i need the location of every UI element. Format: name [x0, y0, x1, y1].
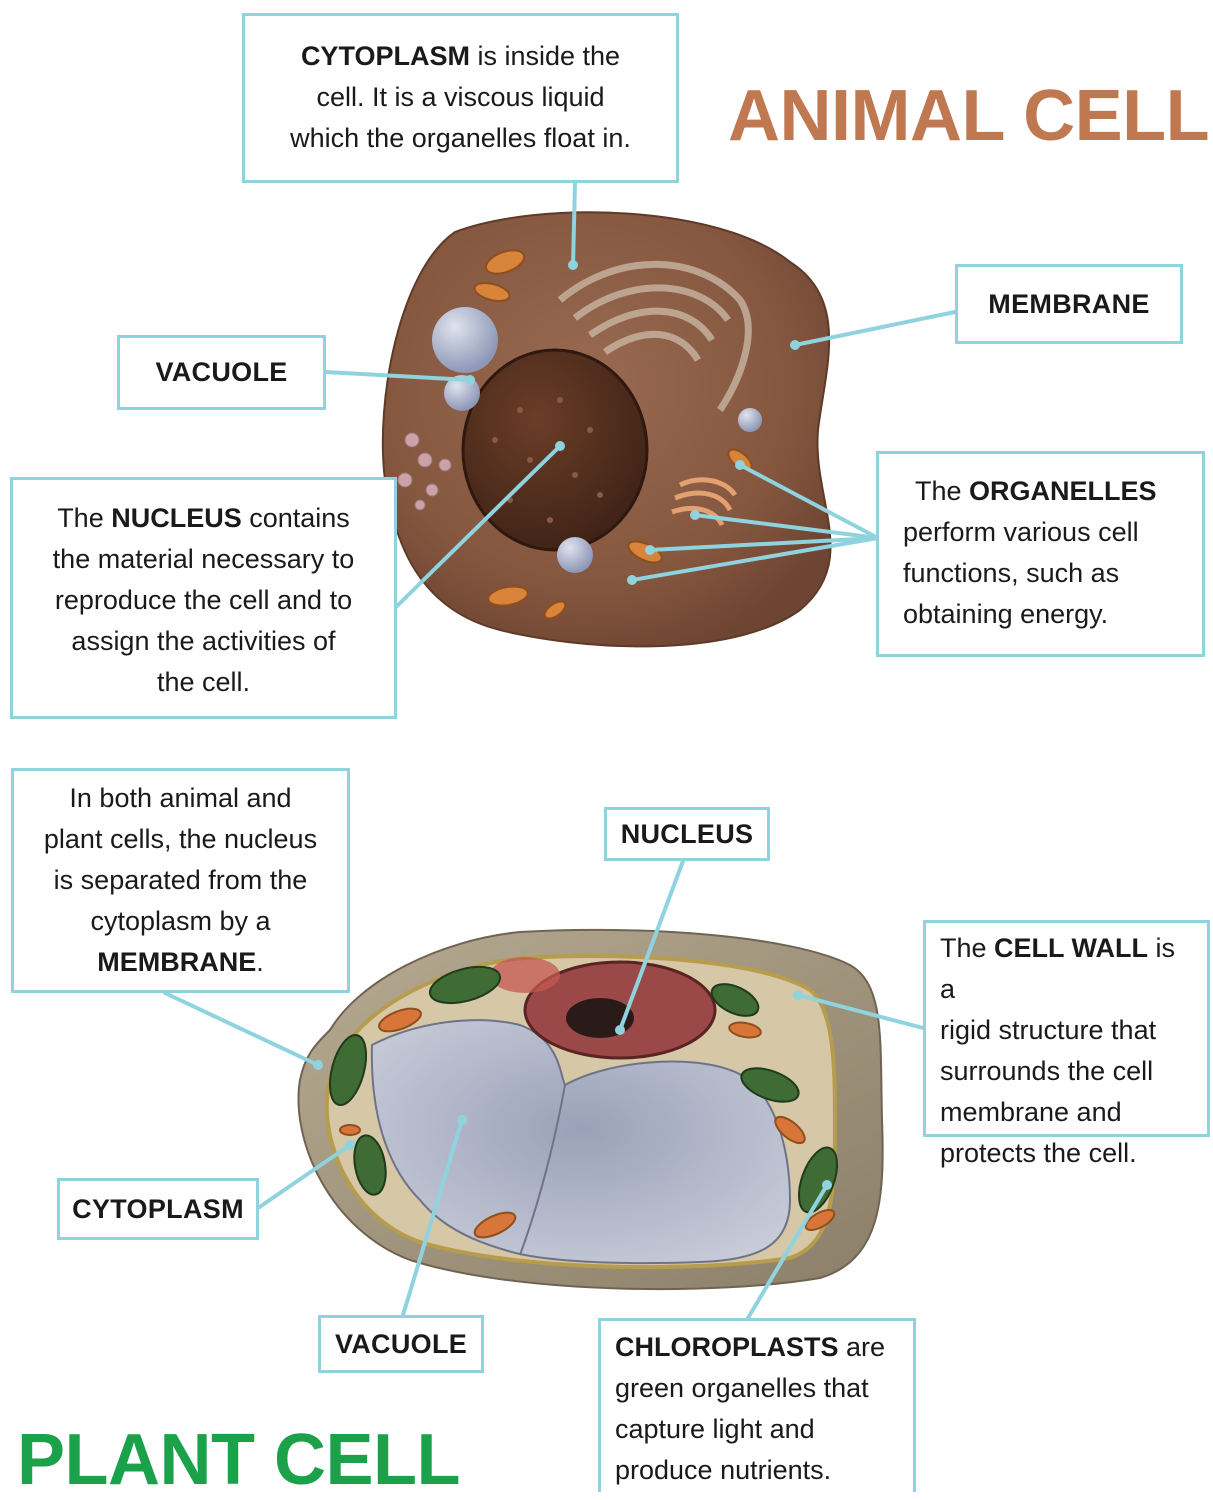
- animal-cell-title: ANIMAL CELL: [728, 80, 1209, 152]
- plant-membrane-text-4: cytoplasm by a: [28, 901, 333, 942]
- plant-chloroplasts-callout: CHLOROPLASTS are green organelles that c…: [598, 1318, 916, 1492]
- animal-cytoplasm-text-3: which the organelles float in.: [259, 118, 662, 159]
- plant-cellwall-text-2: rigid structure that: [940, 1010, 1193, 1051]
- plant-chloroplasts-text-2: green organelles that: [615, 1368, 899, 1409]
- plant-cellwall-callout: The CELL WALL is a rigid structure that …: [923, 920, 1210, 1137]
- animal-cytoplasm-callout: CYTOPLASM is inside the cell. It is a vi…: [242, 13, 679, 183]
- animal-vacuole-label: VACUOLE: [117, 335, 326, 410]
- animal-nucleus-text-3: reproduce the cell and to: [27, 580, 380, 621]
- animal-organelles-text-4: obtaining energy.: [903, 594, 1188, 635]
- animal-nucleus-callout: The NUCLEUS contains the material necess…: [10, 477, 397, 719]
- animal-nucleus-term: NUCLEUS: [111, 503, 242, 533]
- leader-plant-membrane: [165, 993, 318, 1065]
- animal-membrane-label: MEMBRANE: [955, 264, 1183, 344]
- animal-organelles-pre: The: [915, 476, 969, 506]
- animal-cytoplasm-text-2: cell. It is a viscous liquid: [259, 77, 662, 118]
- leader-animal-cytoplasm: [573, 183, 575, 265]
- animal-nucleus-pre: The: [57, 503, 111, 533]
- plant-chloroplasts-text-4: produce nutrients.: [615, 1450, 899, 1491]
- plant-cellwall-term: CELL WALL: [994, 933, 1148, 963]
- animal-nucleus-text-4: assign the activities of: [27, 621, 380, 662]
- animal-cytoplasm-text-1: is inside the: [470, 41, 620, 71]
- animal-organelles-text-2: perform various cell: [903, 512, 1188, 553]
- animal-nucleus-text-5: the cell.: [27, 662, 380, 703]
- animal-organelles-callout: The ORGANELLES perform various cell func…: [876, 451, 1205, 657]
- plant-membrane-text-3: is separated from the: [28, 860, 333, 901]
- animal-organelles-text-3: functions, such as: [903, 553, 1188, 594]
- animal-nucleus-text-2: the material necessary to: [27, 539, 380, 580]
- plant-membrane-callout: In both animal and plant cells, the nucl…: [11, 768, 350, 993]
- animal-vesicle-2: [738, 408, 762, 432]
- plant-cellwall-pre: The: [940, 933, 994, 963]
- plant-membrane-text-2: plant cells, the nucleus: [28, 819, 333, 860]
- plant-chloroplasts-term: CHLOROPLASTS: [615, 1332, 839, 1362]
- plant-cellwall-text-5: protects the cell.: [940, 1133, 1193, 1174]
- plant-membrane-text-1: In both animal and: [28, 778, 333, 819]
- plant-membrane-tail: .: [256, 947, 264, 977]
- animal-cytoplasm-term: CYTOPLASM: [301, 41, 470, 71]
- animal-vacuole: [432, 307, 498, 373]
- animal-vesicle: [557, 537, 593, 573]
- animal-nucleus-text-1: contains: [242, 503, 350, 533]
- plant-membrane-term: MEMBRANE: [97, 947, 256, 977]
- plant-nucleus-label: NUCLEUS: [604, 807, 770, 861]
- plant-cellwall-text-4: membrane and: [940, 1092, 1193, 1133]
- plant-cell-title: PLANT CELL: [17, 1424, 460, 1496]
- plant-chloroplasts-text-1: are: [839, 1332, 886, 1362]
- plant-cellwall-text-3: surrounds the cell: [940, 1051, 1193, 1092]
- plant-cytoplasm-label: CYTOPLASM: [57, 1178, 259, 1240]
- animal-organelles-term: ORGANELLES: [969, 476, 1157, 506]
- animal-cell-illustration: [383, 212, 831, 646]
- plant-vacuole-label: VACUOLE: [318, 1315, 484, 1373]
- plant-chloroplasts-text-3: capture light and: [615, 1409, 899, 1450]
